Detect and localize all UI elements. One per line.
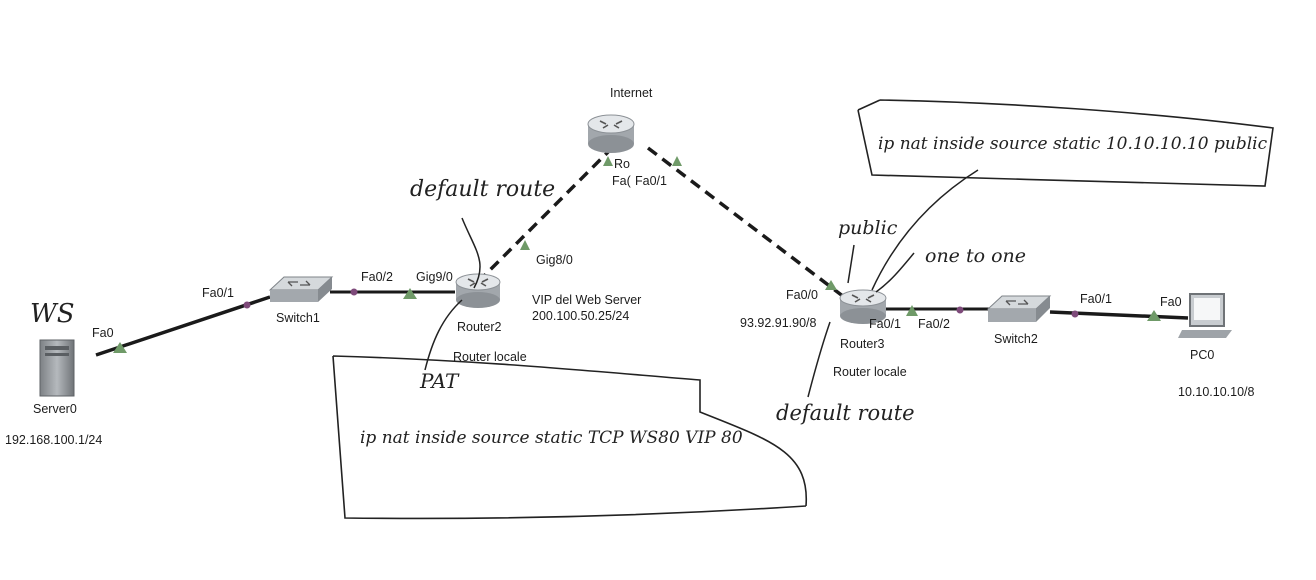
port-label: Fa0/1 bbox=[635, 174, 667, 188]
switch2-label: Switch2 bbox=[994, 332, 1038, 346]
annotation-arrow bbox=[807, 321, 831, 398]
router2-role-label: Router locale bbox=[453, 350, 527, 364]
internet-label: Internet bbox=[610, 86, 653, 100]
link-status-triangle bbox=[603, 156, 613, 166]
annotation-arrow bbox=[461, 217, 481, 289]
handwritten-pat: PAT bbox=[419, 369, 460, 393]
link-server0-switch1 bbox=[95, 295, 271, 357]
annotation-arrow bbox=[424, 299, 463, 371]
port-label: Fa0 bbox=[1160, 295, 1182, 309]
switch1-icon[interactable] bbox=[268, 276, 334, 302]
router2-vip-ip: 200.100.50.25/24 bbox=[532, 309, 629, 323]
link-status-dot bbox=[1071, 310, 1079, 318]
server0-icon[interactable] bbox=[39, 339, 75, 397]
pc0-label: PC0 bbox=[1190, 348, 1214, 362]
link-switch2-pc0 bbox=[1049, 310, 1189, 320]
internet-router-icon[interactable] bbox=[587, 114, 635, 153]
port-label: Fa0/0 bbox=[786, 288, 818, 302]
router2-label: Router2 bbox=[457, 320, 502, 334]
port-label: Fa0/2 bbox=[918, 317, 950, 331]
pc0-ip: 10.10.10.10/8 bbox=[1178, 385, 1255, 399]
router3-role-label: Router locale bbox=[833, 365, 907, 379]
port-label: Fa0/1 bbox=[202, 286, 234, 300]
link-status-triangle bbox=[906, 305, 918, 316]
handwritten-one-to-one: one to one bbox=[925, 245, 1026, 267]
port-label: Fa0/1 bbox=[869, 317, 901, 331]
internet-name-partial: Ro bbox=[614, 157, 630, 171]
link-status-triangle bbox=[113, 342, 127, 353]
handwritten-ws: WS bbox=[30, 299, 75, 329]
router3-label: Router3 bbox=[840, 337, 885, 351]
router2-icon[interactable] bbox=[455, 273, 501, 308]
handwritten-default-route-right: default route bbox=[776, 401, 915, 425]
link-status-dot bbox=[350, 288, 358, 296]
port-label: Fa( bbox=[612, 174, 632, 188]
link-status-triangle bbox=[520, 240, 530, 250]
link-status-dot bbox=[956, 306, 964, 314]
port-label: Gig8/0 bbox=[536, 253, 573, 267]
router3-ip: 93.92.91.90/8 bbox=[740, 316, 817, 330]
link-status-triangle bbox=[403, 288, 417, 299]
link-status-triangle bbox=[1147, 310, 1161, 321]
handwritten-public: public bbox=[838, 217, 898, 239]
router3-icon[interactable] bbox=[839, 289, 887, 324]
annotation-arrow bbox=[871, 169, 979, 291]
port-label: Fa0/2 bbox=[361, 270, 393, 284]
port-label: Fa0/1 bbox=[1080, 292, 1112, 306]
port-label: Gig9/0 bbox=[416, 270, 453, 284]
server0-label: Server0 bbox=[33, 402, 77, 416]
switch1-label: Switch1 bbox=[276, 311, 320, 325]
handwritten-default-route-left: default route bbox=[410, 177, 555, 202]
handwritten-nat-command: ip nat inside source static 10.10.10.10 … bbox=[878, 134, 1268, 154]
pc0-icon[interactable] bbox=[1178, 293, 1232, 338]
link-status-triangle bbox=[825, 280, 837, 290]
handwritten-pat-command: ip nat inside source static TCP WS80 VIP… bbox=[360, 428, 743, 448]
pat-command-box bbox=[332, 355, 807, 520]
link-internet-router3 bbox=[646, 146, 850, 302]
link-status-dot bbox=[243, 301, 251, 309]
router2-vip-label: VIP del Web Server bbox=[532, 293, 641, 307]
annotation-arrow bbox=[847, 244, 855, 284]
annotation-arrow bbox=[875, 252, 915, 293]
port-label: Fa0 bbox=[92, 326, 114, 340]
switch2-icon[interactable] bbox=[986, 295, 1052, 322]
server0-ip: 192.168.100.1/24 bbox=[5, 433, 102, 447]
link-router2-internet bbox=[476, 148, 612, 284]
nat-command-box bbox=[857, 99, 1274, 187]
link-status-triangle bbox=[672, 156, 682, 166]
